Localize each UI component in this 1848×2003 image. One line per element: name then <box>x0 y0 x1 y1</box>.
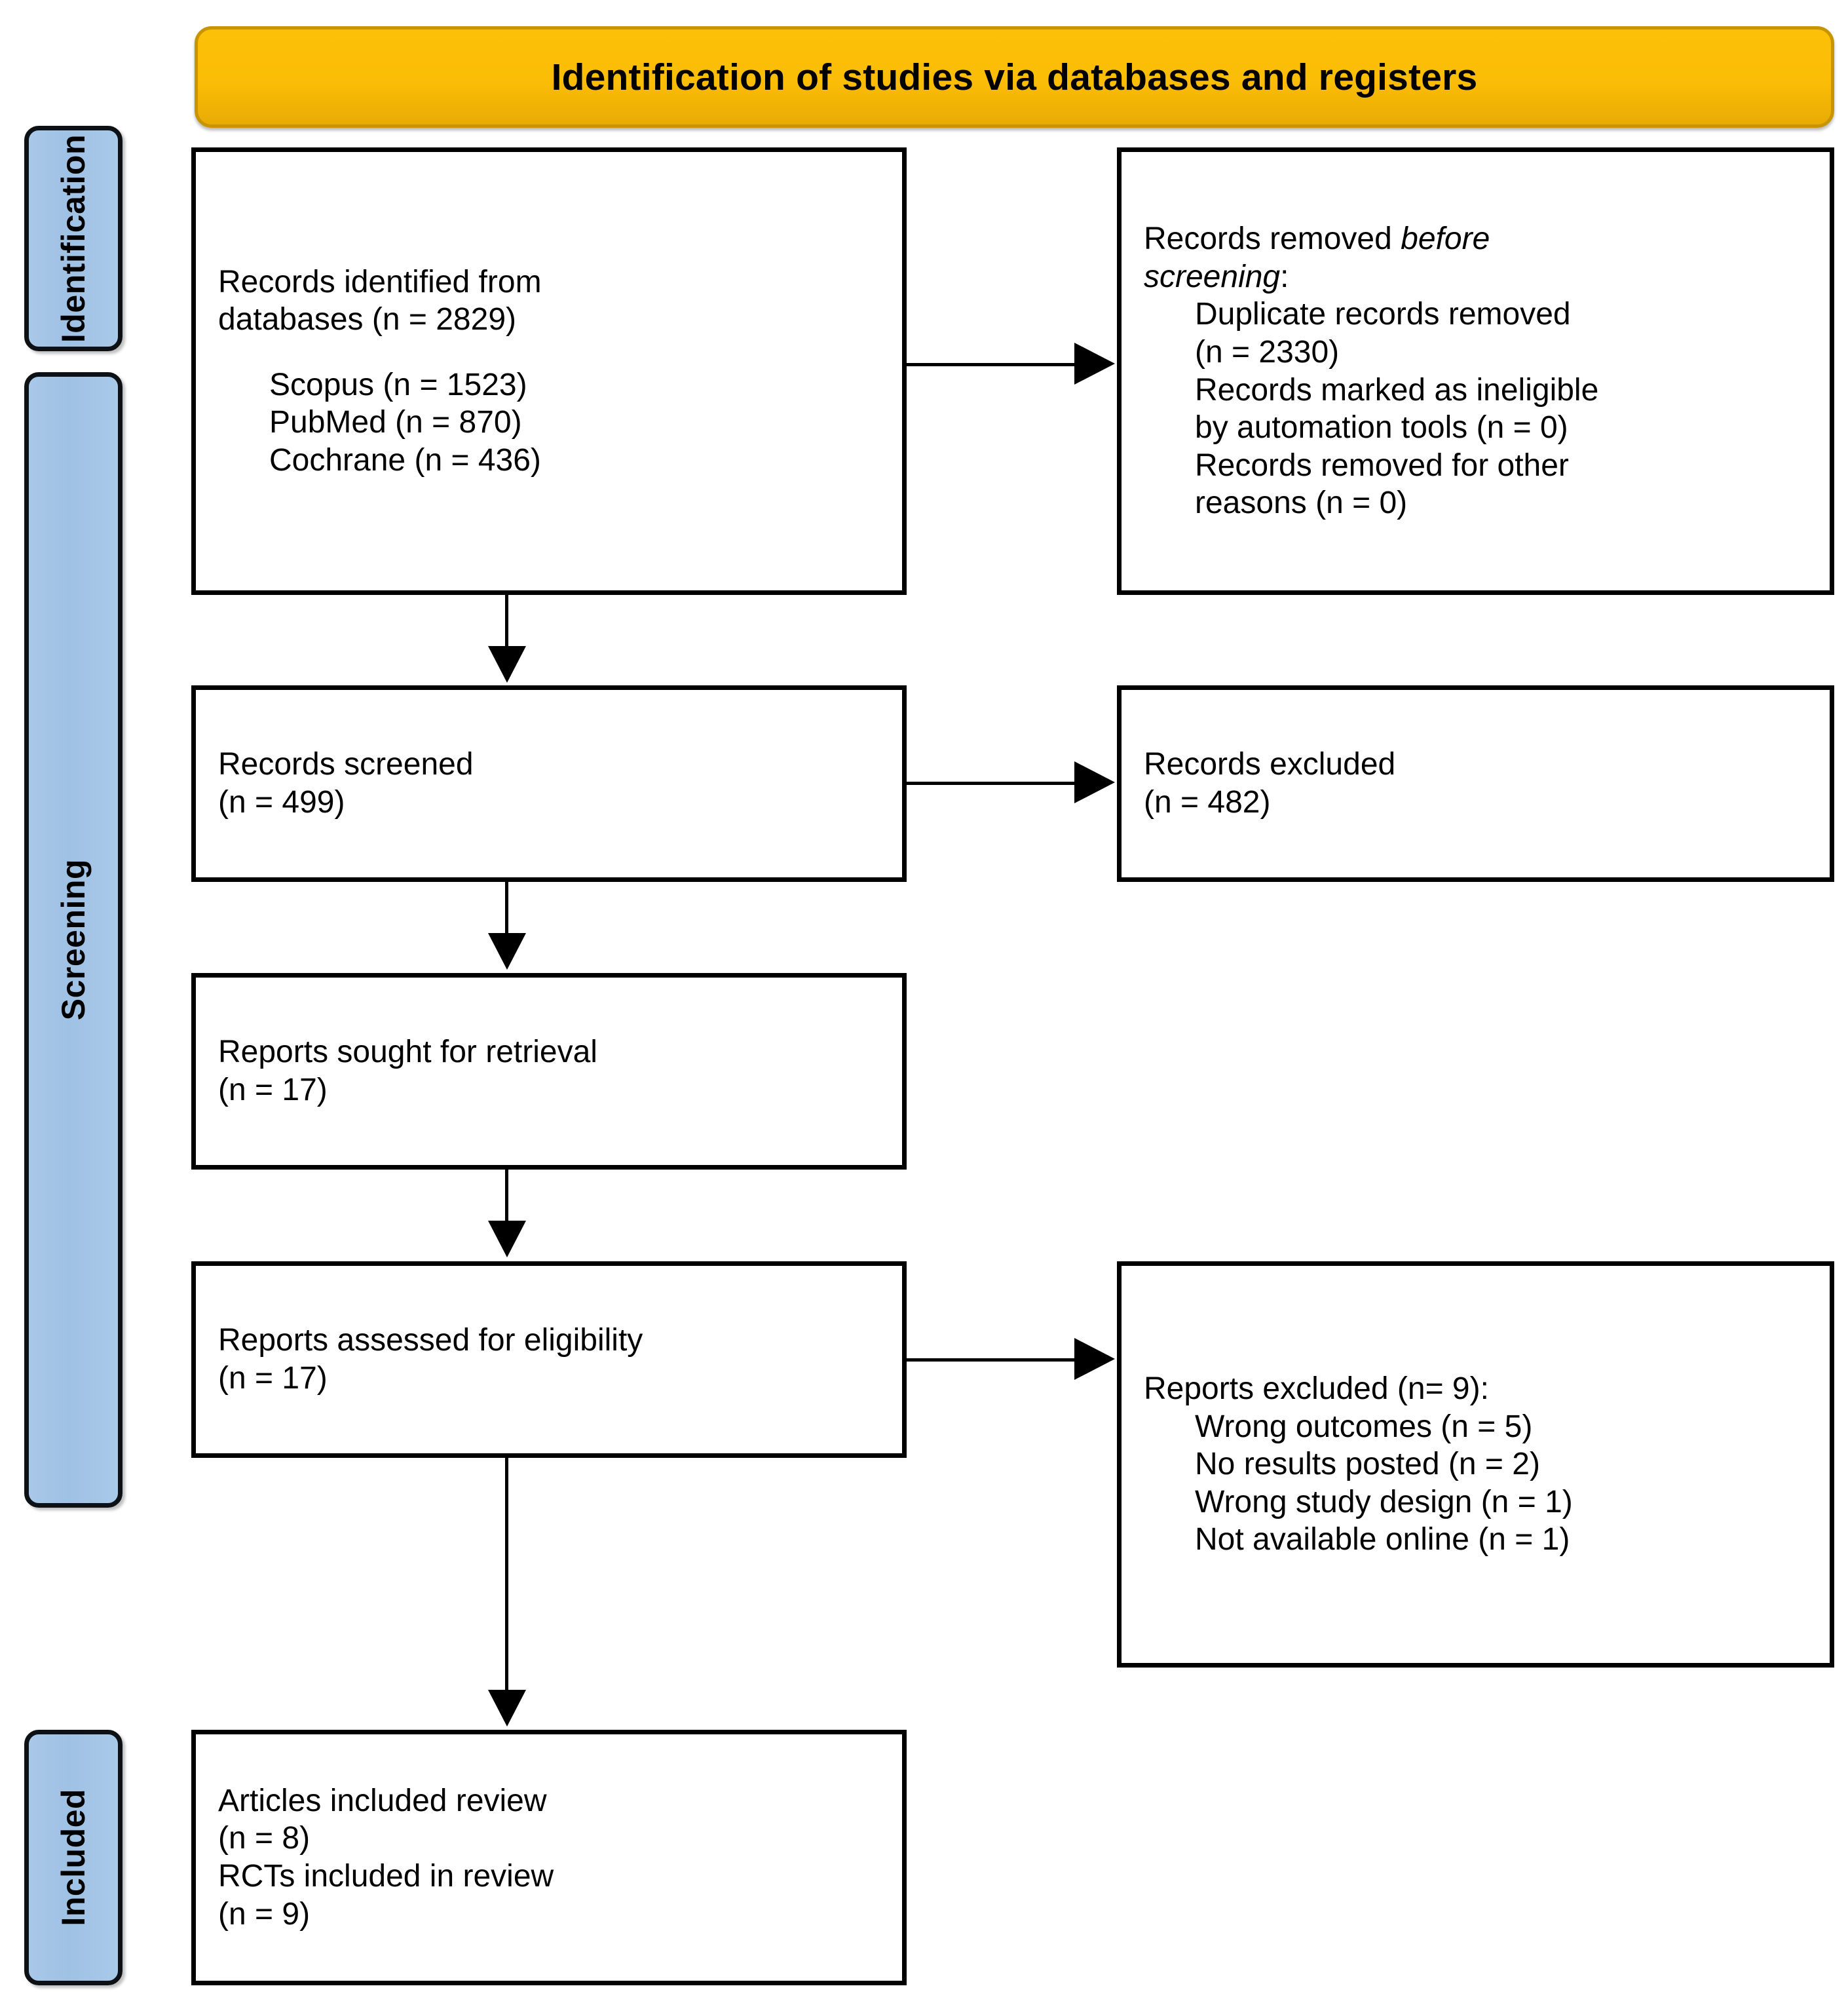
reports-assessed-count: (n = 17) <box>218 1361 328 1396</box>
source-cochrane: Cochrane (n = 436) <box>269 442 541 478</box>
stage-bar-included: Included <box>24 1730 123 1985</box>
connector-screened-to-excluded <box>907 782 1076 785</box>
removed-item-other-count: reasons (n = 0) <box>1195 486 1408 521</box>
records-screened-count: (n = 499) <box>218 785 345 820</box>
spacer <box>218 339 880 366</box>
records-excluded-label: Records excluded <box>1144 747 1396 782</box>
reports-sought-label: Reports sought for retrieval <box>218 1035 597 1070</box>
source-scopus: Scopus (n = 1523) <box>269 367 527 402</box>
node-reports-assessed: Reports assessed for eligibility (n = 17… <box>191 1261 907 1458</box>
articles-included-label: Articles included review <box>218 1783 547 1818</box>
reason-wrong-outcomes: Wrong outcomes (n = 5) <box>1195 1409 1533 1444</box>
records-removed-lead: Records removed <box>1144 221 1401 257</box>
records-identified-line2: databases (n = 2829) <box>218 302 516 337</box>
arrowhead-right-icon <box>1074 1338 1115 1380</box>
rcts-included-label: RCTs included in review <box>218 1859 554 1894</box>
connector-assessed-to-reports-excluded <box>907 1358 1076 1362</box>
stage-label-included: Included <box>55 1789 92 1926</box>
node-records-identified: Records identified from databases (n = 2… <box>191 147 907 595</box>
reports-excluded-heading: Reports excluded (n= 9): <box>1144 1371 1489 1407</box>
records-excluded-count: (n = 482) <box>1144 785 1271 820</box>
articles-included-count: (n = 8) <box>218 1821 311 1856</box>
records-identified-line1: Records identified from <box>218 264 542 299</box>
connector-sought-to-assessed <box>505 1170 508 1223</box>
source-pubmed: PubMed (n = 870) <box>269 405 522 440</box>
stage-label-identification: Identification <box>55 134 92 343</box>
reports-sought-count: (n = 17) <box>218 1073 328 1107</box>
removed-item-duplicates: Duplicate records removed <box>1195 297 1571 332</box>
records-removed-heading-line2: screening: <box>1144 258 1807 296</box>
connector-identified-to-screened <box>505 595 508 649</box>
arrowhead-down-icon <box>488 1221 526 1257</box>
connector-assessed-to-included <box>505 1458 508 1692</box>
node-records-removed-before-screening: Records removed before screening: Duplic… <box>1117 147 1834 595</box>
node-records-screened: Records screened (n = 499) <box>191 685 907 882</box>
arrowhead-down-icon <box>488 1690 526 1726</box>
arrowhead-right-icon <box>1074 761 1115 803</box>
node-reports-sought: Reports sought for retrieval (n = 17) <box>191 973 907 1170</box>
arrowhead-down-icon <box>488 646 526 683</box>
rcts-included-count: (n = 9) <box>218 1896 311 1932</box>
page-title: Identification of studies via databases … <box>551 56 1478 98</box>
reason-wrong-study-design: Wrong study design (n = 1) <box>1195 1484 1573 1519</box>
reason-not-available: Not available online (n = 1) <box>1195 1522 1570 1557</box>
stage-bar-screening: Screening <box>24 372 123 1508</box>
removed-item-ineligible: Records marked as ineligible <box>1195 372 1599 408</box>
node-records-excluded: Records excluded (n = 482) <box>1117 685 1834 882</box>
arrowhead-down-icon <box>488 933 526 970</box>
stage-bar-identification: Identification <box>24 126 123 351</box>
node-studies-included: Articles included review (n = 8) RCTs in… <box>191 1730 907 1985</box>
removed-item-other: Records removed for other <box>1195 448 1569 483</box>
records-removed-colon: : <box>1280 259 1289 294</box>
diagram-header-banner: Identification of studies via databases … <box>195 26 1834 128</box>
reason-no-results-posted: No results posted (n = 2) <box>1195 1447 1540 1482</box>
records-removed-italic-screening: screening <box>1144 259 1281 294</box>
stage-label-screening: Screening <box>55 859 92 1021</box>
removed-item-ineligible-count: by automation tools (n = 0) <box>1195 410 1568 446</box>
connector-identified-to-removed <box>907 363 1076 366</box>
arrowhead-right-icon <box>1074 343 1115 385</box>
removed-item-duplicates-count: (n = 2330) <box>1195 334 1340 370</box>
reports-assessed-label: Reports assessed for eligibility <box>218 1323 643 1358</box>
records-removed-heading-line1: Records removed before <box>1144 220 1807 258</box>
records-screened-label: Records screened <box>218 747 474 782</box>
records-removed-italic-before: before <box>1401 221 1490 257</box>
node-reports-excluded: Reports excluded (n= 9): Wrong outcomes … <box>1117 1261 1834 1668</box>
connector-screened-to-sought <box>505 882 508 936</box>
